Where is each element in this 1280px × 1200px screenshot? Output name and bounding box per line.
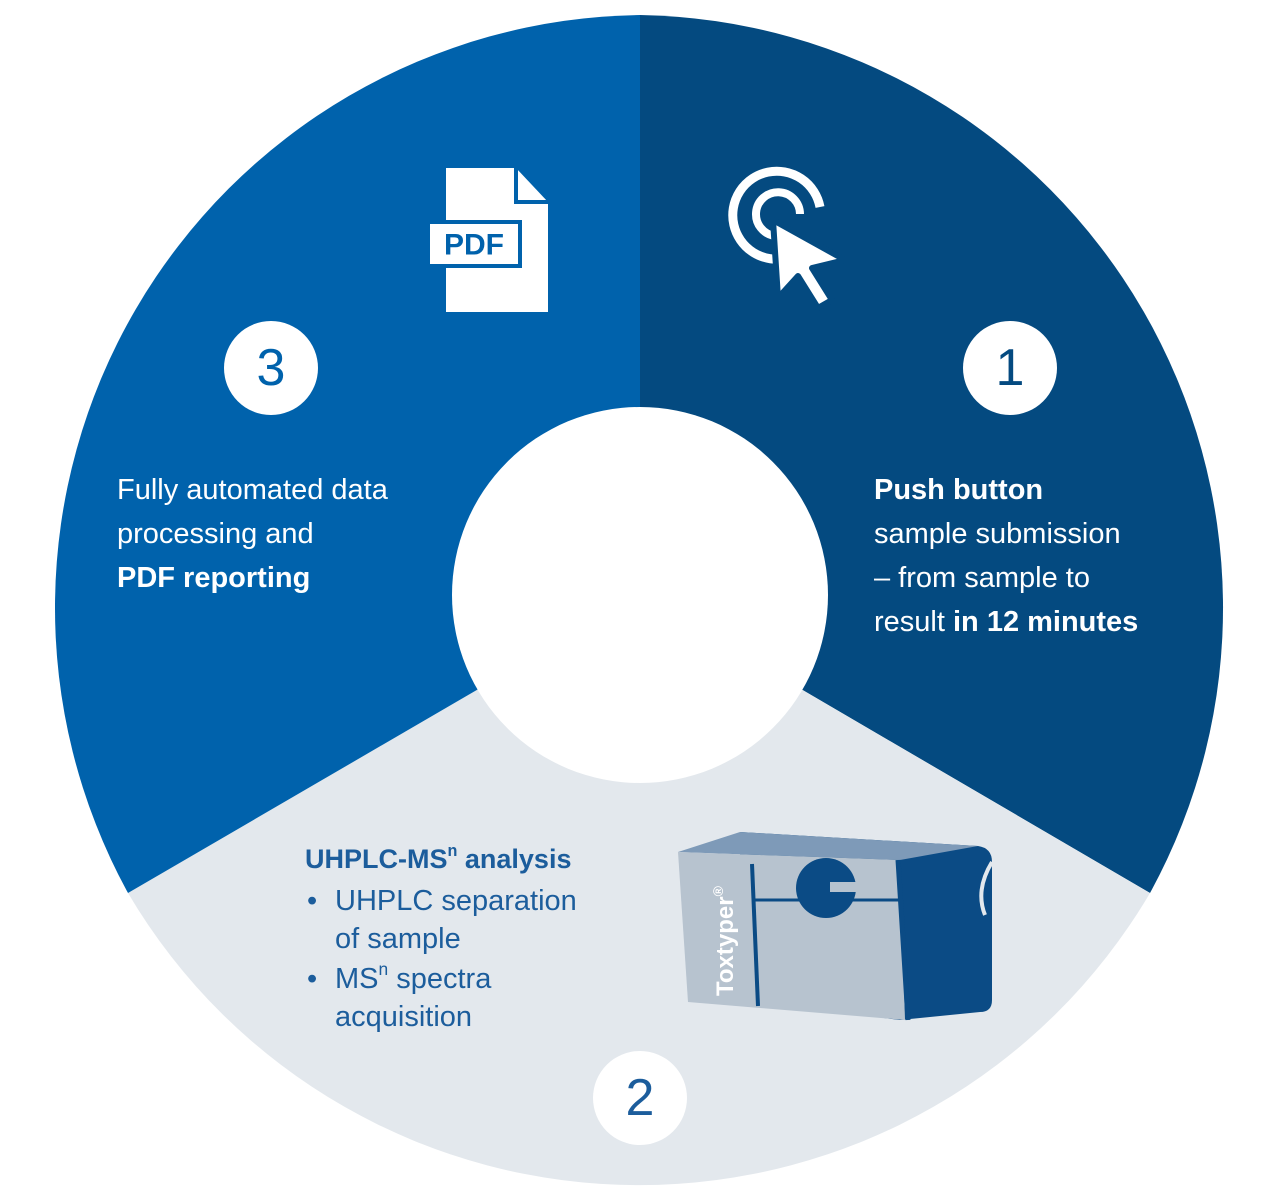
cursor-click-icon — [728, 166, 848, 311]
bullet-dot: • — [307, 885, 318, 917]
toxtyper-instrument-icon: Toxtyper® — [678, 832, 994, 1021]
pdf-icon-label: PDF — [444, 229, 504, 262]
step-3-badge: 3 — [224, 321, 318, 415]
step-1-badge: 1 — [963, 321, 1057, 415]
step-1-line-4: result in 12 minutes — [874, 600, 1234, 644]
step-3-description: Fully automated data processing and PDF … — [117, 468, 447, 600]
step-2-number: 2 — [626, 1069, 655, 1127]
step-3-number: 3 — [257, 339, 286, 397]
step-3-bold-line: PDF reporting — [117, 562, 311, 594]
step-1-title: Push button — [874, 474, 1044, 506]
pdf-file-icon: PDF — [426, 168, 548, 312]
step-1-line-3: – from sample to — [874, 562, 1090, 594]
step-3-line-2: processing and — [117, 518, 314, 550]
step-1-line-4-bold: in 12 minutes — [952, 606, 1139, 638]
step-2-bullet-2: • MSn spectra acquisition — [307, 959, 492, 1033]
step-3-line-1: Fully automated data — [117, 474, 388, 506]
bullet-dot: • — [307, 963, 318, 995]
step-1-number: 1 — [996, 339, 1025, 397]
step-1-description: Push button sample submission – from sam… — [874, 468, 1234, 644]
step-2-description: UHPLC-MSn analysis • UHPLC separation of… — [305, 838, 665, 1036]
segment-2-analysis — [128, 595, 1150, 1186]
center-hole — [452, 407, 828, 783]
step-2-bullet-1: • UHPLC separation of sample — [305, 882, 665, 958]
step-2-title: UHPLC-MSn analysis — [305, 842, 572, 874]
step-1-line-2: sample submission — [874, 518, 1121, 550]
instrument-label: Toxtyper® — [710, 885, 739, 996]
step-1-line-4-prefix: result — [874, 606, 953, 638]
step-2-badge: 2 — [593, 1051, 687, 1145]
